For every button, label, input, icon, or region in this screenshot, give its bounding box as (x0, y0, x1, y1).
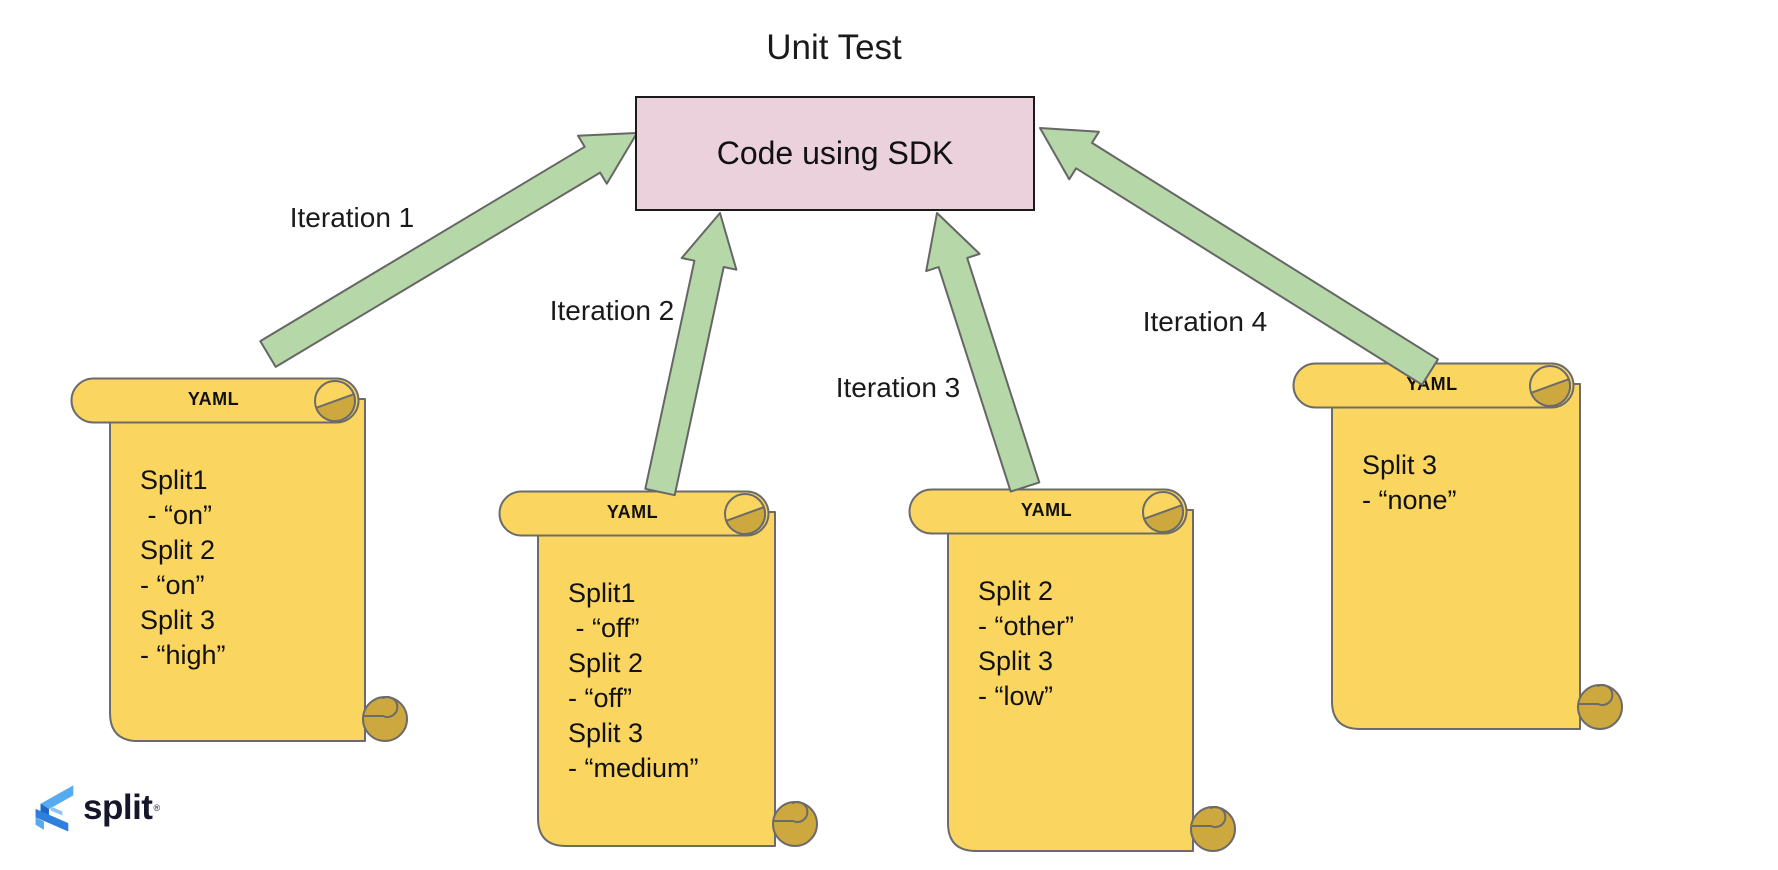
iteration-1-label: Iteration 1 (289, 202, 415, 233)
iteration-arrow-3 (925, 212, 1041, 493)
iteration-2-label: Iteration 2 (549, 295, 675, 326)
yaml-scroll-1-text: Split1 - “on” Split 2 - “on” Split 3 - “… (140, 465, 226, 670)
yaml-scroll-2-title: YAML (606, 502, 659, 522)
diagram-title: Unit Test (766, 28, 902, 67)
yaml-scroll-4-text: Split 3 - “none” (1362, 450, 1457, 515)
iteration-arrow-2 (644, 212, 738, 497)
split-logo: split® (33, 783, 160, 833)
iteration-3-label: Iteration 3 (835, 372, 961, 403)
split-logo-icon (35, 785, 74, 832)
scroll-shape (70, 377, 408, 742)
scroll-shape (498, 490, 818, 847)
split-logo-registered-mark: ® (153, 803, 161, 813)
scroll-shape (1292, 362, 1623, 730)
yaml-scroll-3-title: YAML (1020, 500, 1073, 520)
iteration-arrow-1 (259, 132, 638, 368)
scroll-shape (908, 488, 1236, 852)
yaml-scroll-3-text: Split 2 - “other” Split 3 - “low” (978, 576, 1075, 711)
code-using-sdk-box: Code using SDK (635, 96, 1035, 211)
iteration-4-label: Iteration 4 (1142, 306, 1268, 337)
code-using-sdk-label: Code using SDK (716, 135, 954, 171)
yaml-scroll-2: YAML Split1 - “off” Split 2 - “off” Spli… (498, 490, 818, 850)
split-logo-text: split (83, 788, 153, 827)
yaml-scroll-1: YAML Split1 - “on” Split 2 - “on” Split … (70, 377, 408, 745)
yaml-scroll-4: YAML Split 3 - “none” (1292, 362, 1623, 733)
iteration-arrow-4 (1039, 127, 1439, 386)
yaml-scroll-4-title: YAML (1406, 374, 1458, 394)
yaml-scroll-3: YAML Split 2 - “other” Split 3 - “low” (908, 488, 1236, 855)
yaml-scroll-1-title: YAML (187, 389, 240, 409)
yaml-scroll-2-text: Split1 - “off” Split 2 - “off” Split 3 -… (568, 578, 699, 783)
